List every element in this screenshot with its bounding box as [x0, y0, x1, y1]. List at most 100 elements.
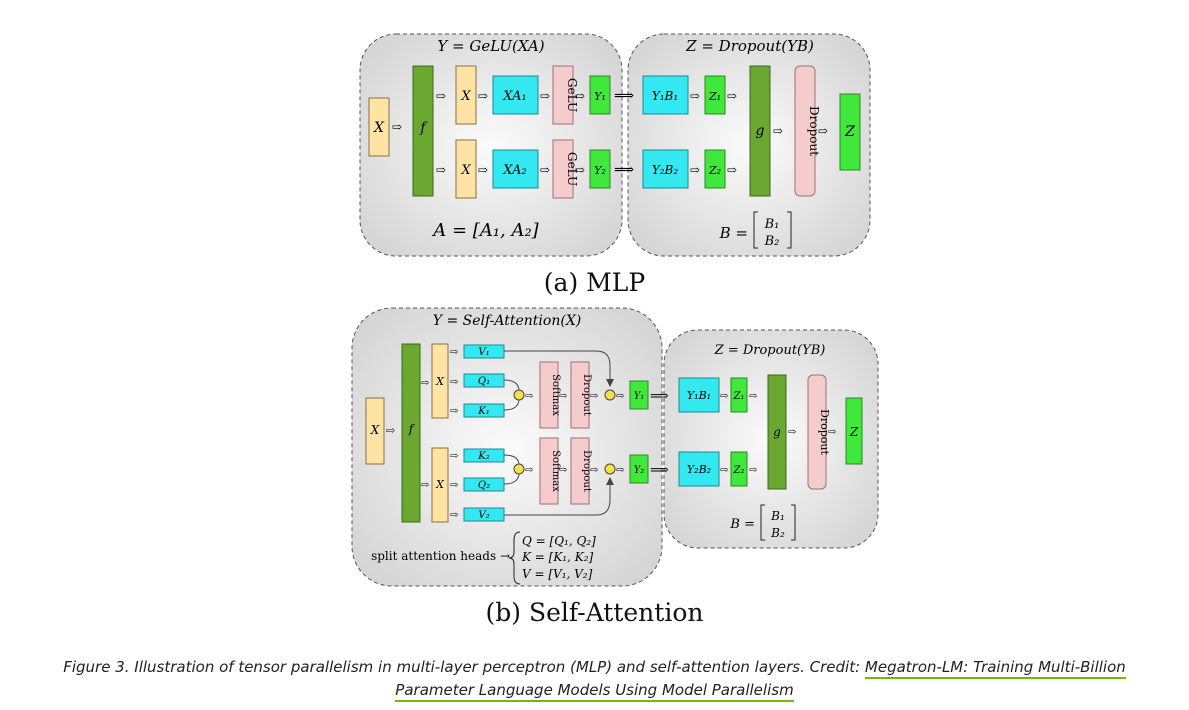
arrow-icon: ⇨ [720, 391, 728, 402]
figure-caption-text: Figure 3. Illustration of tensor paralle… [63, 658, 865, 676]
attn-split-label: split attention heads → [371, 549, 510, 563]
arrow-icon: ⇨ [392, 120, 402, 134]
mlp-b2-yb-label: Y₂B₂ [652, 163, 679, 177]
mlp-b1-gelu-box [552, 65, 574, 125]
mlp-b2-z-box [704, 149, 726, 189]
arrow-icon: ⇨ [616, 465, 624, 476]
mlp-f-box [412, 65, 434, 197]
arrow-icon: ⇨ [749, 465, 757, 476]
attn-h2-yb-box [678, 451, 720, 487]
multiply-icon [513, 463, 525, 475]
arrow-icon: ⇨ [436, 89, 446, 103]
arrow-icon: ⇨ [690, 89, 700, 103]
mlp-b1-yb-box [642, 75, 689, 115]
credit-link[interactable]: Megatron-LM: Training Multi-Billion Para… [395, 658, 1126, 702]
attn-h1-x-label: X [435, 375, 445, 388]
arrow-icon: ⇨ [749, 391, 757, 402]
attn-h1-q-label: Q₁ [478, 376, 490, 387]
attn-h1-z-label: Z₁ [733, 391, 745, 402]
attn-h2-k-label: K₂ [477, 451, 489, 462]
attn-h2-softmax-label: Softmax [550, 450, 561, 492]
mlp-b2-z-label: Z₂ [708, 164, 721, 177]
attn-input-x-label: X [370, 423, 380, 437]
attn-h1-x-box [431, 343, 449, 419]
attn-h1-y-box [629, 380, 649, 410]
arrow-icon: ⇨ [450, 377, 458, 388]
arrow-icon: ⟹ [650, 389, 669, 404]
attn-h2-yb-label: Y₂B₂ [687, 463, 711, 476]
arrow-icon: ⇨ [525, 391, 533, 402]
attn-h2-x-label: X [435, 478, 445, 491]
attn-h2-x-box [431, 447, 449, 523]
arrow-icon: ⟹ [614, 162, 634, 178]
attn-split-brace [508, 531, 521, 585]
arrow-icon: ⇨ [616, 391, 624, 402]
attention-diagram: Y = Self-Attention(X) Z = Dropout(YB) X … [351, 307, 879, 587]
mlp-b2-gelu-box [552, 139, 574, 199]
attn-h1-qk-connector [503, 379, 520, 411]
mlp-b1-x-label: X [460, 89, 471, 104]
mlp-left-title: Y = GeLU(XA) [437, 37, 544, 55]
attn-h1-z-box [730, 377, 748, 413]
attn-h1-yb-box [678, 377, 720, 413]
attn-h2-v-route [504, 477, 614, 516]
attn-h2-y-label: Y₂ [634, 465, 645, 476]
arrow-icon: ⇨ [421, 480, 429, 491]
mlp-b1-y-label: Y₁ [594, 90, 606, 103]
arrow-icon: ⇨ [450, 347, 458, 358]
attn-h2-dropout-box [570, 437, 590, 505]
arrow-icon: ⟹ [650, 463, 669, 478]
attn-h1-y-label: Y₁ [634, 391, 645, 402]
arrow-icon: ⇨ [450, 406, 458, 417]
arrow-icon: ⇨ [559, 465, 567, 476]
mlp-b1-xa-box [492, 75, 539, 115]
attn-output-z-box [845, 397, 863, 465]
arrow-icon: ⇨ [575, 89, 585, 103]
attn-h1-v-route [504, 350, 614, 387]
attn-left-panel [351, 307, 663, 587]
arrow-icon: ⇨ [386, 424, 395, 437]
mlp-b1-z-box [704, 75, 726, 115]
mlp-b2-y-label: Y₂ [594, 164, 606, 177]
mlp-b-matrix-bracket [753, 211, 792, 249]
attn-q-equation: Q = [Q₁, Q₂] [522, 534, 596, 548]
attn-h2-softmax-box [539, 437, 559, 505]
mlp-b-bottom: B₂ [764, 234, 780, 249]
attn-f-box [401, 343, 421, 523]
mlp-b2-gelu-label: GeLU [565, 152, 579, 186]
arrow-icon: ⇨ [690, 163, 700, 177]
mlp-b1-x-box [455, 65, 477, 125]
attn-b-matrix-bracket [760, 504, 796, 541]
mlp-b-top: B₁ [764, 217, 780, 232]
arrow-icon: ⟹ [614, 88, 634, 104]
attn-h1-dropout-label: Dropout [581, 374, 592, 416]
mlp-a-equation: A = [A₁, A₂] [431, 220, 539, 241]
mlp-output-z-box [839, 93, 861, 171]
attn-f-label: f [408, 422, 416, 436]
attn-h1-dropout-box [570, 361, 590, 429]
arrow-icon: ⇨ [540, 163, 550, 177]
arrow-icon: ⇨ [727, 89, 737, 103]
arrow-icon: ⇨ [727, 163, 737, 177]
mlp-caption: (a) MLP [543, 268, 646, 297]
attn-h2-z-label: Z₂ [733, 465, 745, 476]
attn-v-equation: V = [V₁, V₂] [522, 567, 593, 581]
tensor-parallelism-diagram: Y = GeLU(XA) Z = Dropout(YB) X ⇨ f ⇨ X ⇨… [351, 33, 879, 587]
arrow-icon: ⇨ [540, 89, 550, 103]
attn-dropout-label: Dropout [818, 409, 831, 455]
mlp-b1-y-box [589, 75, 611, 115]
arrow-icon: ⇨ [436, 163, 446, 177]
mlp-b2-xa-box [492, 149, 539, 189]
mlp-input-x-label: X [373, 120, 385, 136]
attn-b-equation: B = [729, 517, 755, 532]
mlp-right-panel [627, 33, 871, 257]
attn-h2-q-label: Q₂ [478, 480, 490, 491]
attn-left-title: Y = Self-Attention(X) [433, 313, 582, 329]
attn-g-box [767, 374, 787, 490]
arrow-icon: ⇨ [421, 378, 429, 389]
arrow-icon: ⇨ [478, 163, 488, 177]
mlp-b2-y-box [589, 149, 611, 189]
mlp-g-label: g [756, 123, 765, 139]
mlp-right-title: Z = Dropout(YB) [685, 37, 814, 55]
arrow-icon: ⇨ [478, 89, 488, 103]
